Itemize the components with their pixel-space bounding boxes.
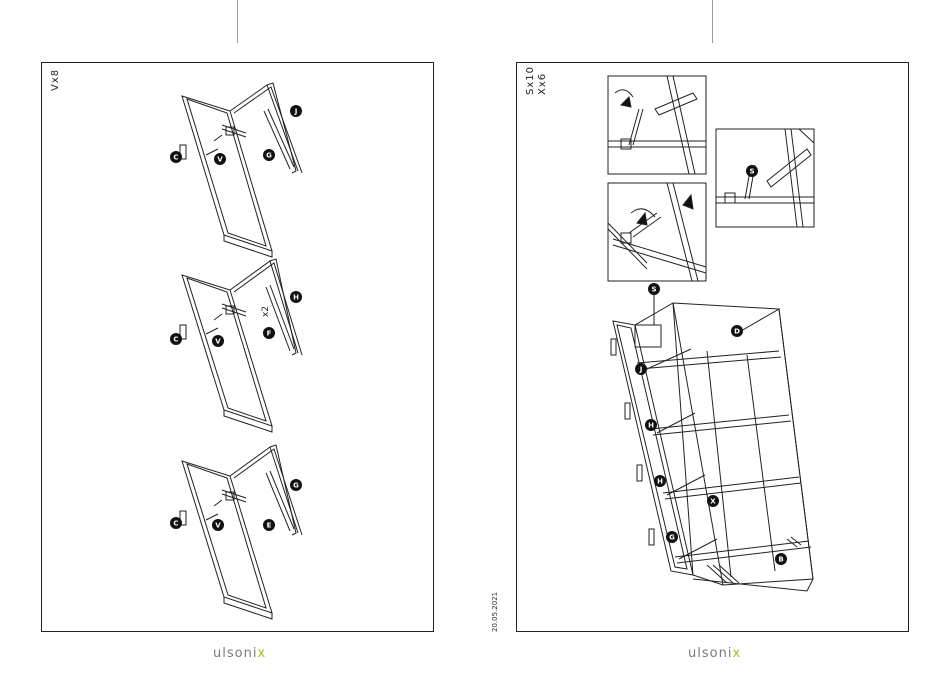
part-badge-label: E xyxy=(267,522,272,530)
main-cabinet-assembly xyxy=(611,303,813,591)
brand-name: ulsoni xyxy=(688,646,732,661)
detail-box-top xyxy=(608,76,706,174)
right-assembly-diagram: S S D J H H G X B xyxy=(517,63,909,632)
part-badge-label: J xyxy=(294,108,298,116)
callout-badge-label: S xyxy=(651,286,656,294)
part-badge-label: H xyxy=(648,422,654,430)
brand-name: ulsoni xyxy=(213,646,257,661)
brand-logo-right: ulsonix xyxy=(688,646,741,661)
detail-badge-label: S xyxy=(749,168,754,176)
frame-assembly-figure-3 xyxy=(180,445,302,619)
part-badge-label: F xyxy=(267,330,272,338)
frame-assembly-figure-1 xyxy=(180,83,302,257)
part-badge-label: C xyxy=(173,336,178,344)
part-badge-label: G xyxy=(293,482,299,490)
part-badge-label: H xyxy=(657,478,663,486)
detail-box-middle xyxy=(608,183,706,281)
document-date: 20.05.2021 xyxy=(491,592,499,632)
part-badge-label: X xyxy=(710,498,716,506)
part-badge-label: B xyxy=(778,556,783,564)
left-assembly-diagrams: C V G J C V F x2 H C V E G xyxy=(42,63,434,632)
left-instruction-panel: Vx8 xyxy=(41,62,434,632)
brand-accent: x xyxy=(257,646,266,661)
quantity-label: x2 xyxy=(261,306,271,317)
right-instruction-panel: Sx10 Xx6 xyxy=(516,62,909,632)
brand-accent: x xyxy=(732,646,741,661)
part-badge-label: D xyxy=(734,328,740,336)
part-badge-label: V xyxy=(215,522,221,530)
part-badge-label: V xyxy=(217,156,223,164)
part-badge-label: J xyxy=(639,366,643,374)
part-badge-label: V xyxy=(215,338,221,346)
part-badge-label: C xyxy=(173,520,178,528)
fold-mark-left xyxy=(237,0,238,43)
frame-assembly-figure-2 xyxy=(180,259,302,432)
brand-logo-left: ulsonix xyxy=(213,646,266,661)
part-badge-label: G xyxy=(669,534,675,542)
detail-box-right xyxy=(716,129,814,227)
part-badge-label: C xyxy=(173,154,178,162)
part-badge-label: H xyxy=(293,294,299,302)
fold-mark-right xyxy=(712,0,713,43)
part-badge-label: G xyxy=(266,152,272,160)
